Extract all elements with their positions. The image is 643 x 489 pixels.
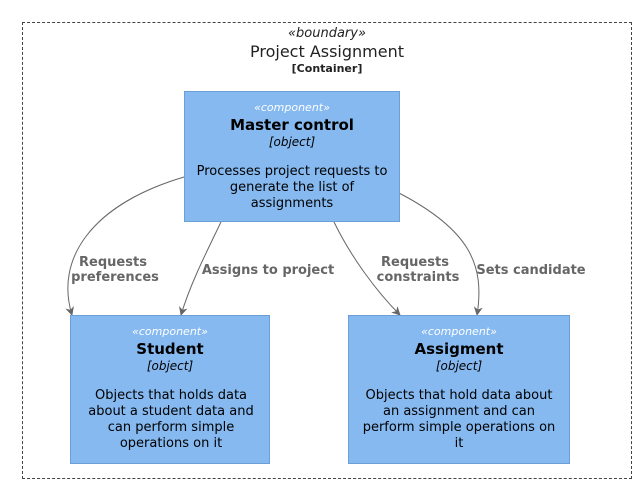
edge-label-assigns-to-project: Assigns to project [202,263,334,278]
component-name: Student [136,340,204,358]
component-description: Objects that holds data about a student … [88,388,254,451]
edge-master-to-student-assigns [179,221,222,316]
boundary-title: Project Assignment [249,42,405,61]
component-description: Processes project requests to generate t… [196,164,388,211]
edge-label-sets-candidate: Sets candidate [476,263,585,278]
component-type: [object] [268,135,316,149]
component-name: Master control [230,116,354,134]
component-type: [object] [146,359,194,373]
component-master-control: «component» Master control [object] Proc… [184,91,400,222]
component-type: [object] [435,359,483,373]
component-stereotype: «component» [132,325,208,338]
edge-label-requests-constraints-1: Requests [381,255,449,270]
component-stereotype: «component» [254,101,330,114]
edge-master-to-student-preferences [65,176,185,316]
component-description: Objects that hold data about an assignme… [362,388,556,451]
component-name: Assigment [414,340,504,358]
edge-master-to-assignment-candidate [398,192,483,316]
component-stereotype: «component» [421,325,497,338]
boundary-project-assignment [22,22,632,479]
edge-master-to-assignment-constraints [333,221,401,316]
boundary-subtitle: [Container] [291,62,363,75]
edge-label-requests-preferences-1: Requests [79,255,147,270]
component-assignment: «component» Assigment [object] Objects t… [348,315,570,464]
edge-label-requests-preferences-2: preferences [71,270,159,285]
edge-label-requests-constraints-2: constraints [377,270,460,285]
component-student: «component» Student [object] Objects tha… [70,315,270,464]
boundary-stereotype: «boundary» [288,26,366,41]
